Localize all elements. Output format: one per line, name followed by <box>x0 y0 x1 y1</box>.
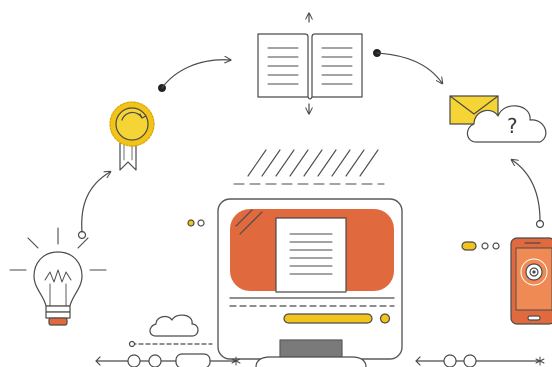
award-medal-icon <box>109 101 155 171</box>
connector-left <box>95 340 241 367</box>
arrow-medal-to-book <box>161 60 230 89</box>
small-cloud-icon <box>149 314 199 337</box>
smartphone-icon <box>461 237 552 325</box>
open-book-icon <box>257 33 363 100</box>
decorative-hatch <box>233 149 385 185</box>
flow-arrows <box>77 14 545 240</box>
arrow-phone-to-cloud <box>512 160 541 222</box>
arrow-book-to-mail <box>376 52 442 83</box>
connector-right <box>415 354 545 367</box>
question-mark: ? <box>507 114 518 138</box>
document-icon <box>275 217 347 293</box>
lightbulb-icon <box>9 227 107 326</box>
cloud-question-icon: ? <box>466 105 547 143</box>
desktop-monitor-icon <box>187 198 403 367</box>
arrow-bulb-to-medal <box>81 172 110 233</box>
